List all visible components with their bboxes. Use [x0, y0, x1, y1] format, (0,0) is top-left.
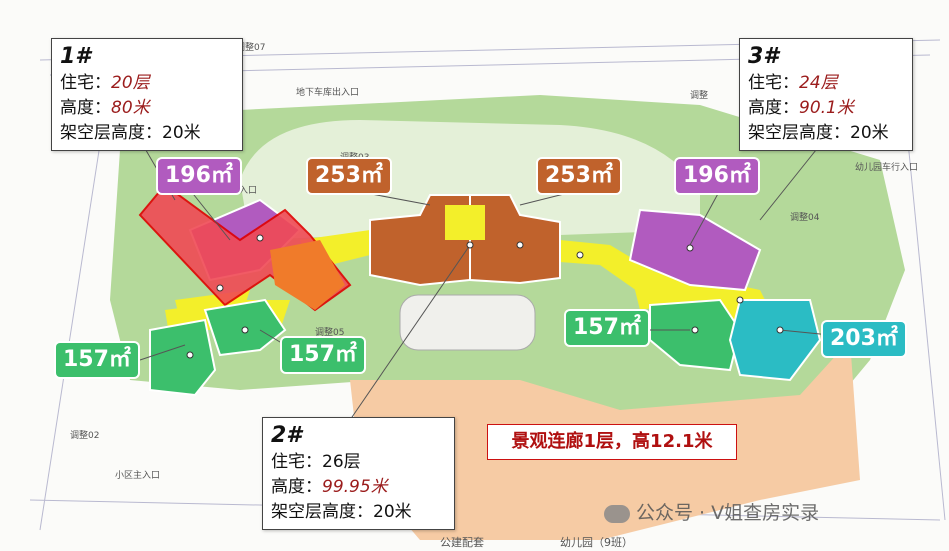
- unit-tag-157-left: 157㎡: [56, 343, 138, 377]
- floors-value: 26层: [322, 452, 361, 472]
- marker-dots: [186, 234, 784, 359]
- label-tiaozheng04: 调整04: [790, 213, 820, 223]
- core-yellow: [445, 205, 485, 240]
- info-box-building-1: 1# 住宅：20层 高度：80米 架空层高度：20米: [51, 38, 243, 151]
- label-community-entrance: 小区主入口: [115, 471, 161, 481]
- height-value: 99.95米: [322, 477, 388, 497]
- height-label: 高度：: [60, 98, 111, 118]
- label-tiaozheng05: 调整05: [315, 328, 345, 338]
- corridor-note: 景观连廊1层，高12.1米: [487, 424, 737, 460]
- label-public-facility: 公建配套: [440, 536, 484, 549]
- floors-label: 住宅：: [60, 73, 111, 93]
- building-id: 2#: [271, 423, 302, 448]
- label-tiaozheng03: 调整03: [340, 153, 370, 163]
- height-value: 80米: [111, 98, 150, 118]
- watermark: 公众号 · V姐查房实录: [604, 498, 819, 525]
- unit-tag-253-right: 253㎡: [538, 159, 620, 193]
- unit-tag-203: 203㎡: [823, 322, 905, 356]
- label-kindergarten-entrance: 幼儿园车行入口: [855, 163, 919, 173]
- label-garage-exit: 地下车库出入口: [296, 88, 360, 98]
- stilt-label: 架空层高度：: [60, 123, 162, 143]
- unit-tag-157-right: 157㎡: [566, 311, 648, 345]
- stilt-value: 20米: [373, 502, 412, 522]
- height-label: 高度：: [271, 477, 322, 497]
- height-label: 高度：: [748, 98, 799, 118]
- height-value: 90.1米: [799, 98, 854, 118]
- watermark-text: 公众号 · V姐查房实录: [636, 502, 820, 524]
- building-196-right: [628, 208, 762, 292]
- label-tiaozheng-top: 调整: [690, 91, 709, 101]
- floors-value: 20层: [111, 73, 150, 93]
- unit-tag-196-right: 196㎡: [676, 159, 758, 193]
- info-box-building-3: 3# 住宅：24层 高度：90.1米 架空层高度：20米: [739, 38, 913, 151]
- building-id: 1#: [60, 44, 91, 69]
- label-tiaozheng02: 调整02: [70, 431, 100, 441]
- unit-tag-253-left: 253㎡: [308, 159, 390, 193]
- floors-label: 住宅：: [748, 73, 799, 93]
- label-kindergarten: 幼儿园（9班）: [560, 536, 633, 549]
- stilt-value: 20米: [162, 123, 201, 143]
- label-tiaozheng07: 调整07: [236, 43, 266, 53]
- building-203: [728, 299, 822, 382]
- building-253-right: [469, 194, 561, 285]
- building-157-right: [649, 298, 742, 372]
- wechat-icon: [604, 504, 630, 523]
- unit-tag-157-mid: 157㎡: [282, 338, 364, 372]
- floors-label: 住宅：: [271, 452, 322, 472]
- building-orange-left: [270, 240, 345, 310]
- stilt-label: 架空层高度：: [748, 123, 850, 143]
- stilt-value: 20米: [850, 123, 889, 143]
- unit-tag-196-left: 196㎡: [158, 159, 240, 193]
- courtyard-area: [240, 120, 700, 240]
- info-box-building-2: 2# 住宅：26层 高度：99.95米 架空层高度：20米: [262, 417, 455, 530]
- stilt-label: 架空层高度：: [271, 502, 373, 522]
- building-157-left: [149, 318, 217, 397]
- central-plaza: [399, 294, 536, 351]
- floors-value: 24层: [799, 73, 838, 93]
- building-id: 3#: [748, 44, 779, 69]
